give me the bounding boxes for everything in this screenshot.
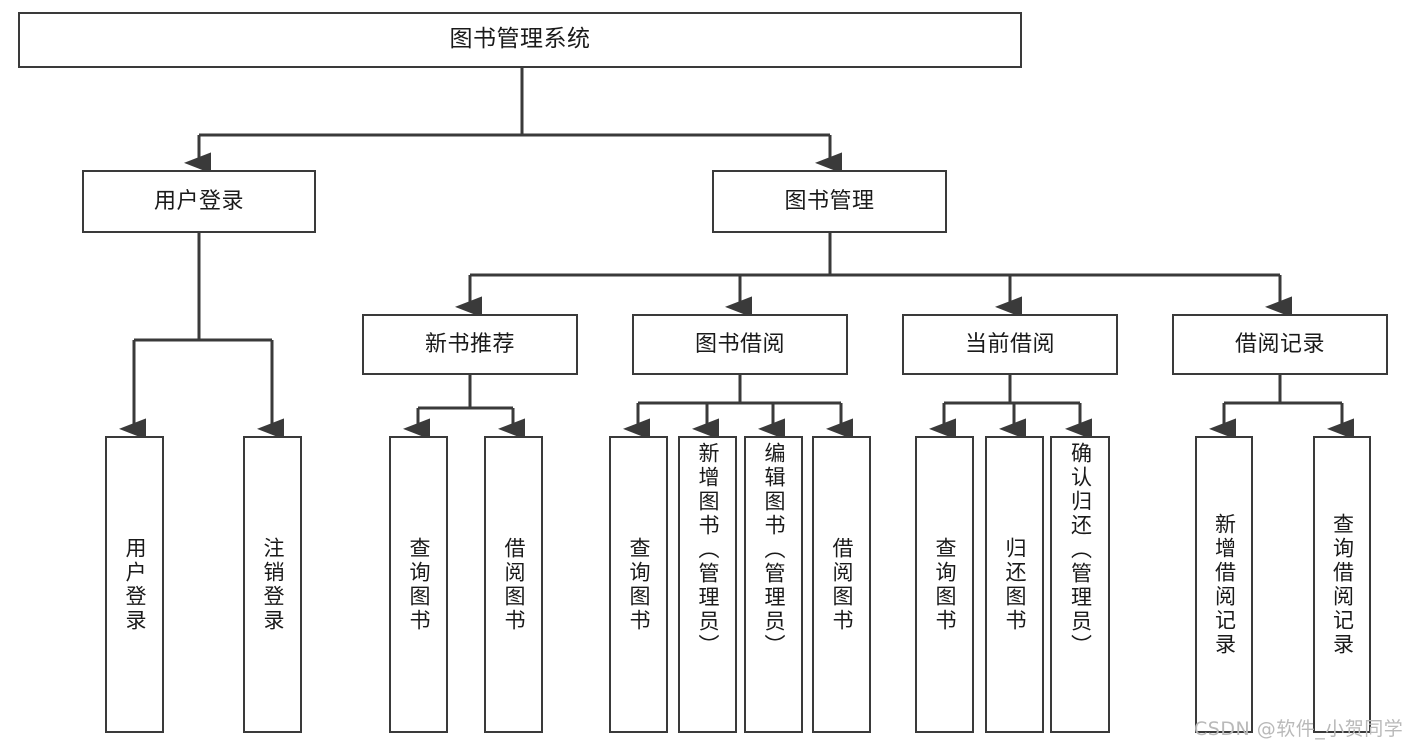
node-label: 借阅图书	[830, 536, 854, 633]
node-leaf-return-book[interactable]: 归还图书	[985, 436, 1044, 733]
node-leaf-query-book-1[interactable]: 查询图书	[389, 436, 448, 733]
node-leaf-add-record[interactable]: 新增借阅记录	[1195, 436, 1253, 733]
node-label: 用户登录	[153, 188, 244, 214]
node-label: 图书借阅	[694, 331, 785, 357]
node-label: 当前借阅	[964, 331, 1055, 357]
node-label: 编辑图书（管理员）	[762, 442, 786, 658]
node-label: 确认归还（管理员）	[1068, 442, 1093, 658]
node-leaf-query-record[interactable]: 查询借阅记录	[1313, 436, 1371, 733]
node-label: 新增图书（管理员）	[696, 442, 720, 658]
node-label: 借阅记录	[1234, 331, 1325, 357]
node-label: 查询图书	[627, 536, 651, 633]
node-label: 图书管理系统	[449, 26, 591, 53]
node-leaf-query-book-2[interactable]: 查询图书	[609, 436, 668, 733]
node-label: 新增借阅记录	[1212, 512, 1237, 657]
node-label: 查询借阅记录	[1330, 512, 1355, 657]
node-label: 图书管理	[784, 188, 875, 214]
node-book-manage[interactable]: 图书管理	[712, 170, 947, 233]
csdn-watermark: CSDN @软件_小贺同学	[1194, 718, 1404, 740]
node-leaf-confirm-return[interactable]: 确认归还（管理员）	[1050, 436, 1110, 733]
node-current-borrow[interactable]: 当前借阅	[902, 314, 1118, 375]
node-label: 借阅图书	[502, 536, 526, 633]
node-label: 用户登录	[123, 536, 147, 633]
node-borrow-record[interactable]: 借阅记录	[1172, 314, 1388, 375]
node-label: 查询图书	[933, 536, 957, 633]
node-leaf-user-login[interactable]: 用户登录	[105, 436, 164, 733]
node-label: 归还图书	[1003, 536, 1027, 633]
node-user-login[interactable]: 用户登录	[82, 170, 316, 233]
node-leaf-edit-book[interactable]: 编辑图书（管理员）	[744, 436, 803, 733]
node-leaf-logout-login[interactable]: 注销登录	[243, 436, 302, 733]
node-label: 新书推荐	[424, 331, 515, 357]
node-book-borrow[interactable]: 图书借阅	[632, 314, 848, 375]
node-new-book-recommend[interactable]: 新书推荐	[362, 314, 578, 375]
node-leaf-borrow-book-2[interactable]: 借阅图书	[812, 436, 871, 733]
node-leaf-add-book[interactable]: 新增图书（管理员）	[678, 436, 737, 733]
node-leaf-borrow-book-1[interactable]: 借阅图书	[484, 436, 543, 733]
node-label: 注销登录	[261, 536, 285, 633]
node-root-system[interactable]: 图书管理系统	[18, 12, 1022, 68]
node-leaf-query-book-3[interactable]: 查询图书	[915, 436, 974, 733]
node-label: 查询图书	[407, 536, 431, 633]
